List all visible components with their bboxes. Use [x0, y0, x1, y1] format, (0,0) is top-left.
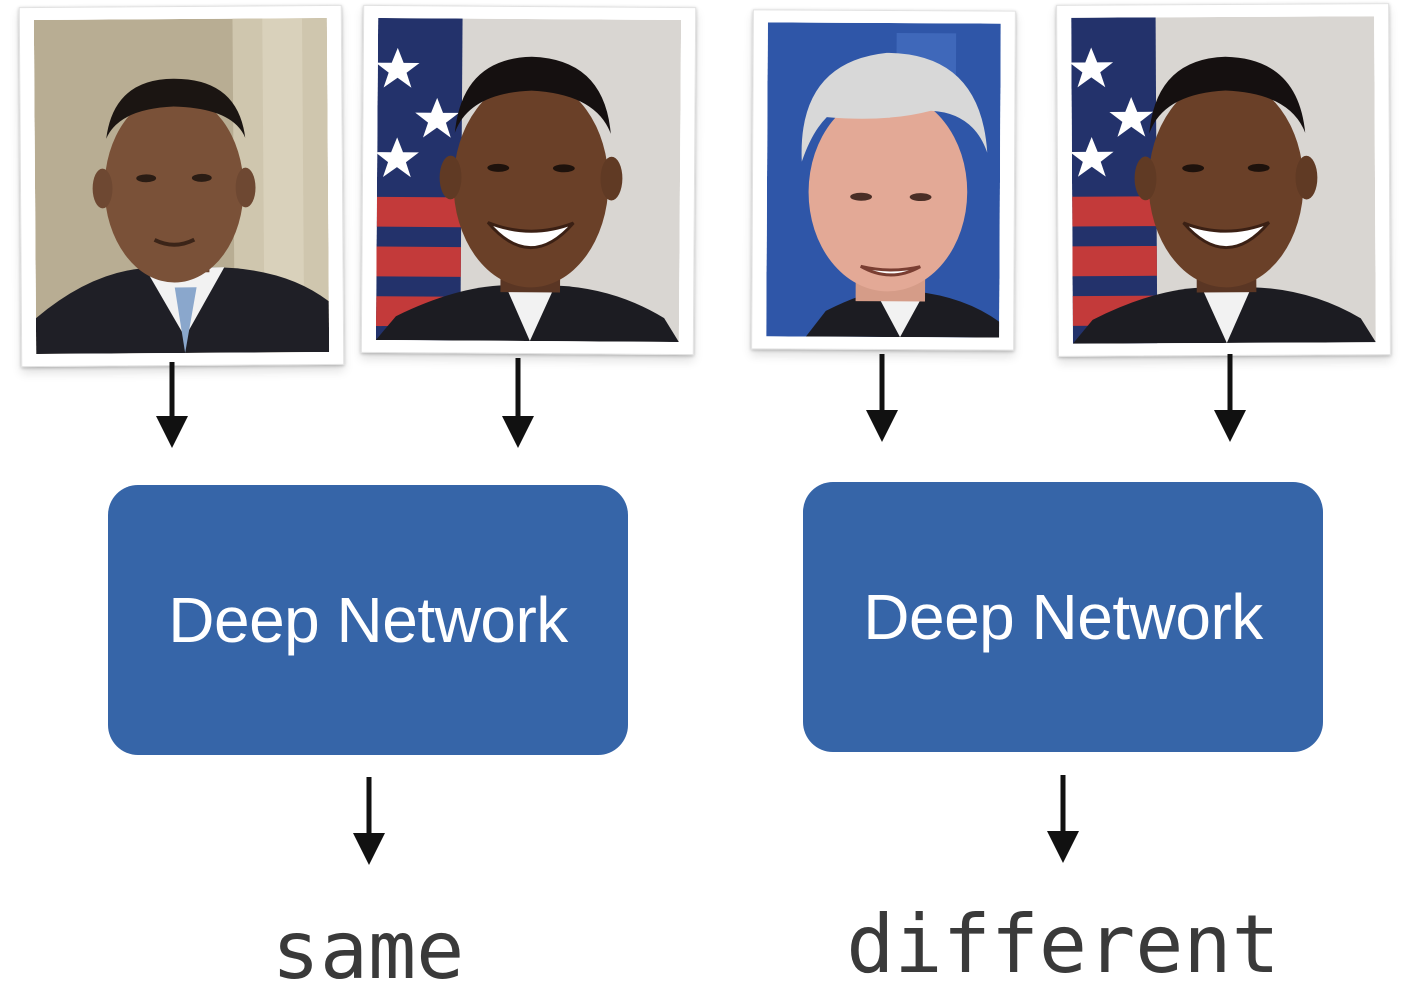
photo-frame-right-2: [1056, 3, 1391, 357]
arrow-down-icon: [498, 358, 538, 448]
photo-frame-left-1: [18, 4, 345, 368]
arrow-down-icon: [862, 354, 902, 442]
face-photo-right-2: [1071, 16, 1376, 344]
deep-network-label: Deep Network: [863, 581, 1263, 653]
face-photo-right-1: [766, 22, 1001, 338]
arrow-down-icon: [1210, 354, 1250, 442]
photo-frame-right-1: [751, 9, 1016, 351]
arrow-down-icon: [152, 362, 192, 448]
photo-frame-left-2: [360, 4, 697, 356]
deep-network-box-left: Deep Network: [108, 485, 628, 755]
arrow-down-icon: [349, 777, 389, 865]
face-photo-left-1: [33, 17, 330, 355]
output-label-same: same: [271, 904, 465, 996]
deep-network-box-right: Deep Network: [803, 482, 1323, 752]
arrow-down-icon: [1043, 775, 1083, 863]
output-label-different: different: [846, 898, 1280, 991]
face-photo-left-2: [375, 17, 682, 343]
deep-network-label: Deep Network: [168, 584, 568, 656]
